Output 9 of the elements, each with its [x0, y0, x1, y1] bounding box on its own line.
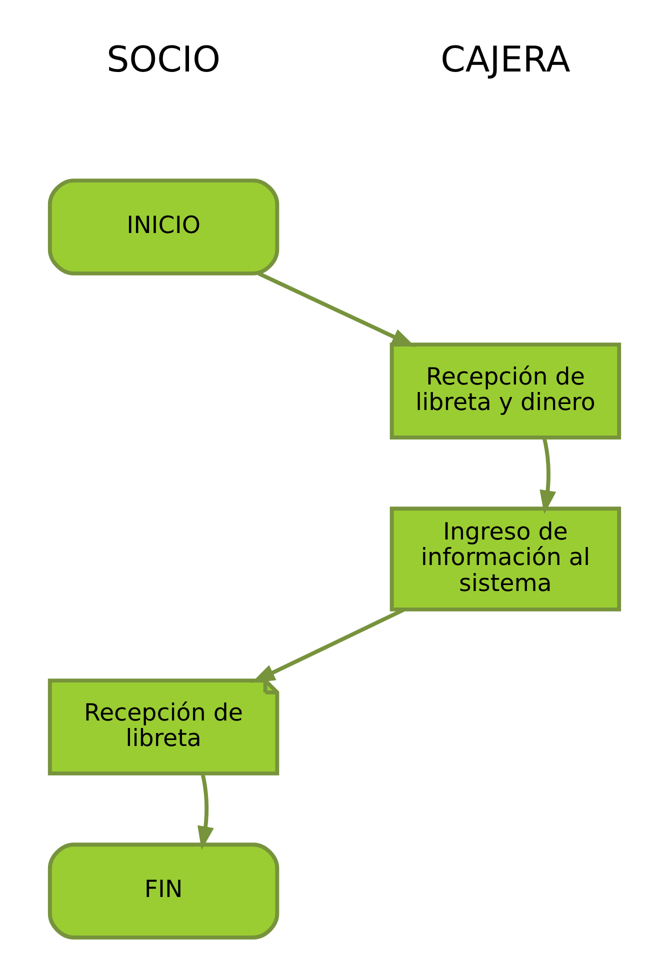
label: SOCIO — [106, 40, 220, 81]
node-box: Ingreso de información al sistema — [389, 506, 621, 612]
arrow — [197, 773, 214, 850]
node-box: FIN — [47, 842, 279, 940]
arrow — [257, 272, 416, 347]
node-box: Recepción de libreta y dinero — [389, 342, 621, 440]
node-box: INICIO — [47, 178, 279, 276]
label: CAJERA — [440, 40, 570, 81]
arrow — [539, 437, 556, 514]
